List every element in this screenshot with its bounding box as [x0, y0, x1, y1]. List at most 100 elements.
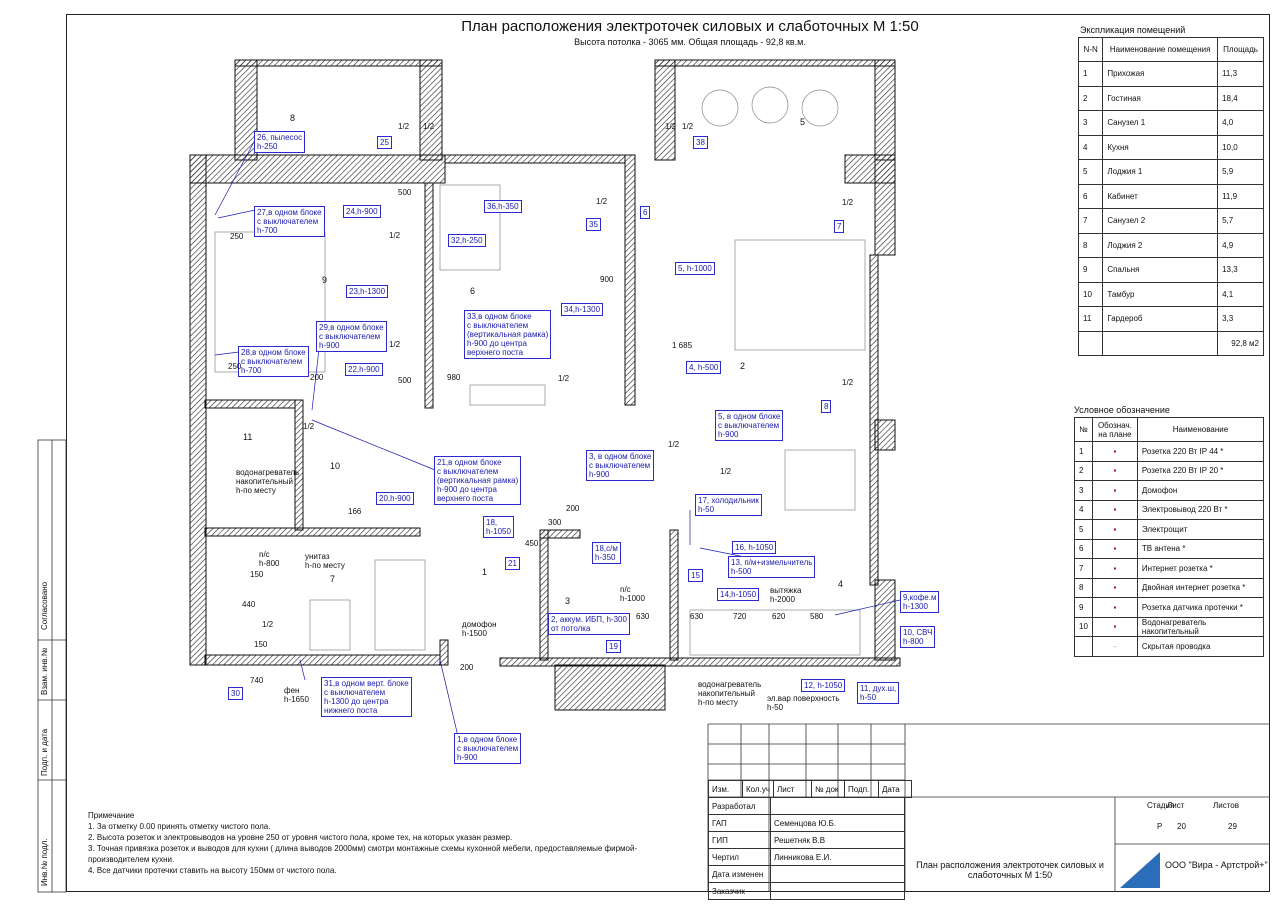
callout-26: 26, пылесос h-250: [254, 131, 306, 153]
callout-9: 9,кофе.м h-1300: [900, 591, 940, 613]
dim-text: эл.вар поверхность h-50: [767, 694, 840, 712]
callout-14: 14,h-1050: [717, 588, 760, 601]
dim-text: 1/2: [262, 620, 274, 629]
table-cell: 13,3: [1217, 257, 1264, 283]
callout-8: 8: [821, 400, 832, 413]
legend-row: 9▪Розетка датчика протечки *: [1074, 597, 1265, 618]
col-header: Наименование: [1136, 417, 1265, 442]
role-row: Разработал: [708, 797, 905, 815]
role-title: ГАП: [708, 814, 771, 832]
callout-25: 25: [377, 136, 392, 149]
table-cell: 5,9: [1217, 159, 1264, 185]
company-name: ООО "Вира - Артстрой+": [1165, 860, 1268, 870]
revision-header: Изм. Кол.уч Лист № док Подп. Дата: [708, 780, 912, 798]
callout-34: 34,h-1300: [561, 303, 604, 316]
dim-text: 720: [733, 612, 747, 621]
stamp-col: Кол.уч: [742, 780, 774, 798]
callout-19: 19: [606, 640, 621, 653]
callout-28: 28,в одном блоке с выключателем h-700: [238, 346, 309, 377]
legend-caption: Условное обозначение: [1074, 405, 1170, 415]
dim-text: 166: [348, 507, 362, 516]
dim-text: 900: [600, 275, 614, 284]
legend-row: 5▪Электрощит: [1074, 519, 1265, 540]
dim-text: n/c h-1000: [620, 585, 645, 603]
callout-16: 16, h-1050: [732, 541, 777, 554]
dim-text: 740: [250, 676, 264, 685]
stamp-col: Лист: [773, 780, 812, 798]
legend-row: 3▪Домофон: [1074, 480, 1265, 501]
callout-32: 32,h-250: [448, 234, 486, 247]
callout-18-upper: 18, h-1050: [483, 516, 514, 538]
room-number-3: 3: [565, 596, 571, 606]
dim-text: 1 685: [672, 341, 693, 350]
walls: [189, 59, 901, 711]
dim-text: 1/2: [668, 440, 680, 449]
dim-text: 1/2: [423, 122, 435, 131]
role-title: Дата изменен: [708, 865, 771, 883]
legend-row: 4▪Электровывод 220 Вт *: [1074, 499, 1265, 520]
role-person: [770, 865, 905, 883]
dim-text: 300: [548, 518, 562, 527]
explication-caption: Экспликация помещений: [1080, 25, 1186, 35]
callout-21: 21: [505, 557, 520, 570]
drawing-title: План расположения электроточек силовых и…: [461, 18, 919, 35]
callout-30: 30: [228, 687, 243, 700]
dim-text: водонагреватель накопительный h-по месту: [698, 680, 762, 707]
dim-text: 630: [636, 612, 650, 621]
table-cell: 11,3: [1217, 61, 1264, 87]
room-number-7: 7: [330, 574, 336, 584]
dim-text: 200: [460, 663, 474, 672]
dim-text: унитаз h-по месту: [305, 552, 345, 570]
callout-27: 27,в одном блоке с выключателем h-700: [254, 206, 325, 237]
room-number-11: 11: [243, 432, 253, 442]
room-number-5: 5: [800, 117, 806, 127]
callout-21-block: 21,в одном блоке с выключателем (вертика…: [434, 456, 522, 505]
table-cell: Спальня: [1102, 257, 1219, 283]
callout-31: 31,в одном верт. блоке с выключателем h-…: [321, 677, 412, 717]
sheets-header: Листов: [1213, 801, 1239, 810]
table-cell: Гардероб: [1102, 306, 1219, 332]
dim-text: 1/2: [389, 340, 401, 349]
room-number-9: 9: [322, 275, 328, 285]
callout-3: 3, в одном блоке с выключателем h-900: [586, 450, 655, 481]
callout-5-block: 5, в одном блоке с выключателем h-900: [715, 410, 784, 441]
sheet-title: План расположения электроточек силовых и…: [916, 860, 1104, 880]
callout-12: 12, h-1050: [801, 679, 846, 692]
role-title: Чертил: [708, 848, 771, 866]
dim-text: 1/2: [389, 231, 401, 240]
legend-table: № Обознач. на плане Наименование 1▪Розет…: [1074, 417, 1265, 657]
dim-text: 1/2: [558, 374, 570, 383]
table-cell: 1: [1077, 61, 1104, 87]
role-person: Семенцова Ю.Б.: [770, 814, 905, 832]
dim-text: 250: [228, 362, 242, 371]
note-item: 2. Высота розеток и электровыводов на ур…: [88, 833, 513, 842]
drawing-frame: [66, 14, 1270, 892]
dim-text: n/c h-800: [259, 550, 280, 568]
dim-text: 580: [810, 612, 824, 621]
dim-text: 1/2: [682, 122, 694, 131]
dim-text: 500: [398, 376, 412, 385]
role-title: Разработал: [708, 797, 771, 815]
table-cell: Лоджия 2: [1102, 232, 1219, 258]
table-cell: 18,4: [1217, 85, 1264, 111]
callout-15: 15: [688, 569, 703, 582]
note-item: 1. За отметку 0.00 принять отметку чисто…: [88, 822, 271, 831]
callout-5: 5, h-1000: [675, 262, 715, 275]
role-title: Заказчик: [708, 882, 771, 900]
role-person: Линникова Е.И.: [770, 848, 905, 866]
callout-6: 6: [640, 206, 651, 219]
table-cell: Прихожая: [1102, 61, 1219, 87]
stamp-col: Подп.: [844, 780, 879, 798]
callout-38: 38: [693, 136, 708, 149]
callout-23: 23,h-1300: [346, 285, 389, 298]
role-row: Дата изменен: [708, 865, 905, 883]
